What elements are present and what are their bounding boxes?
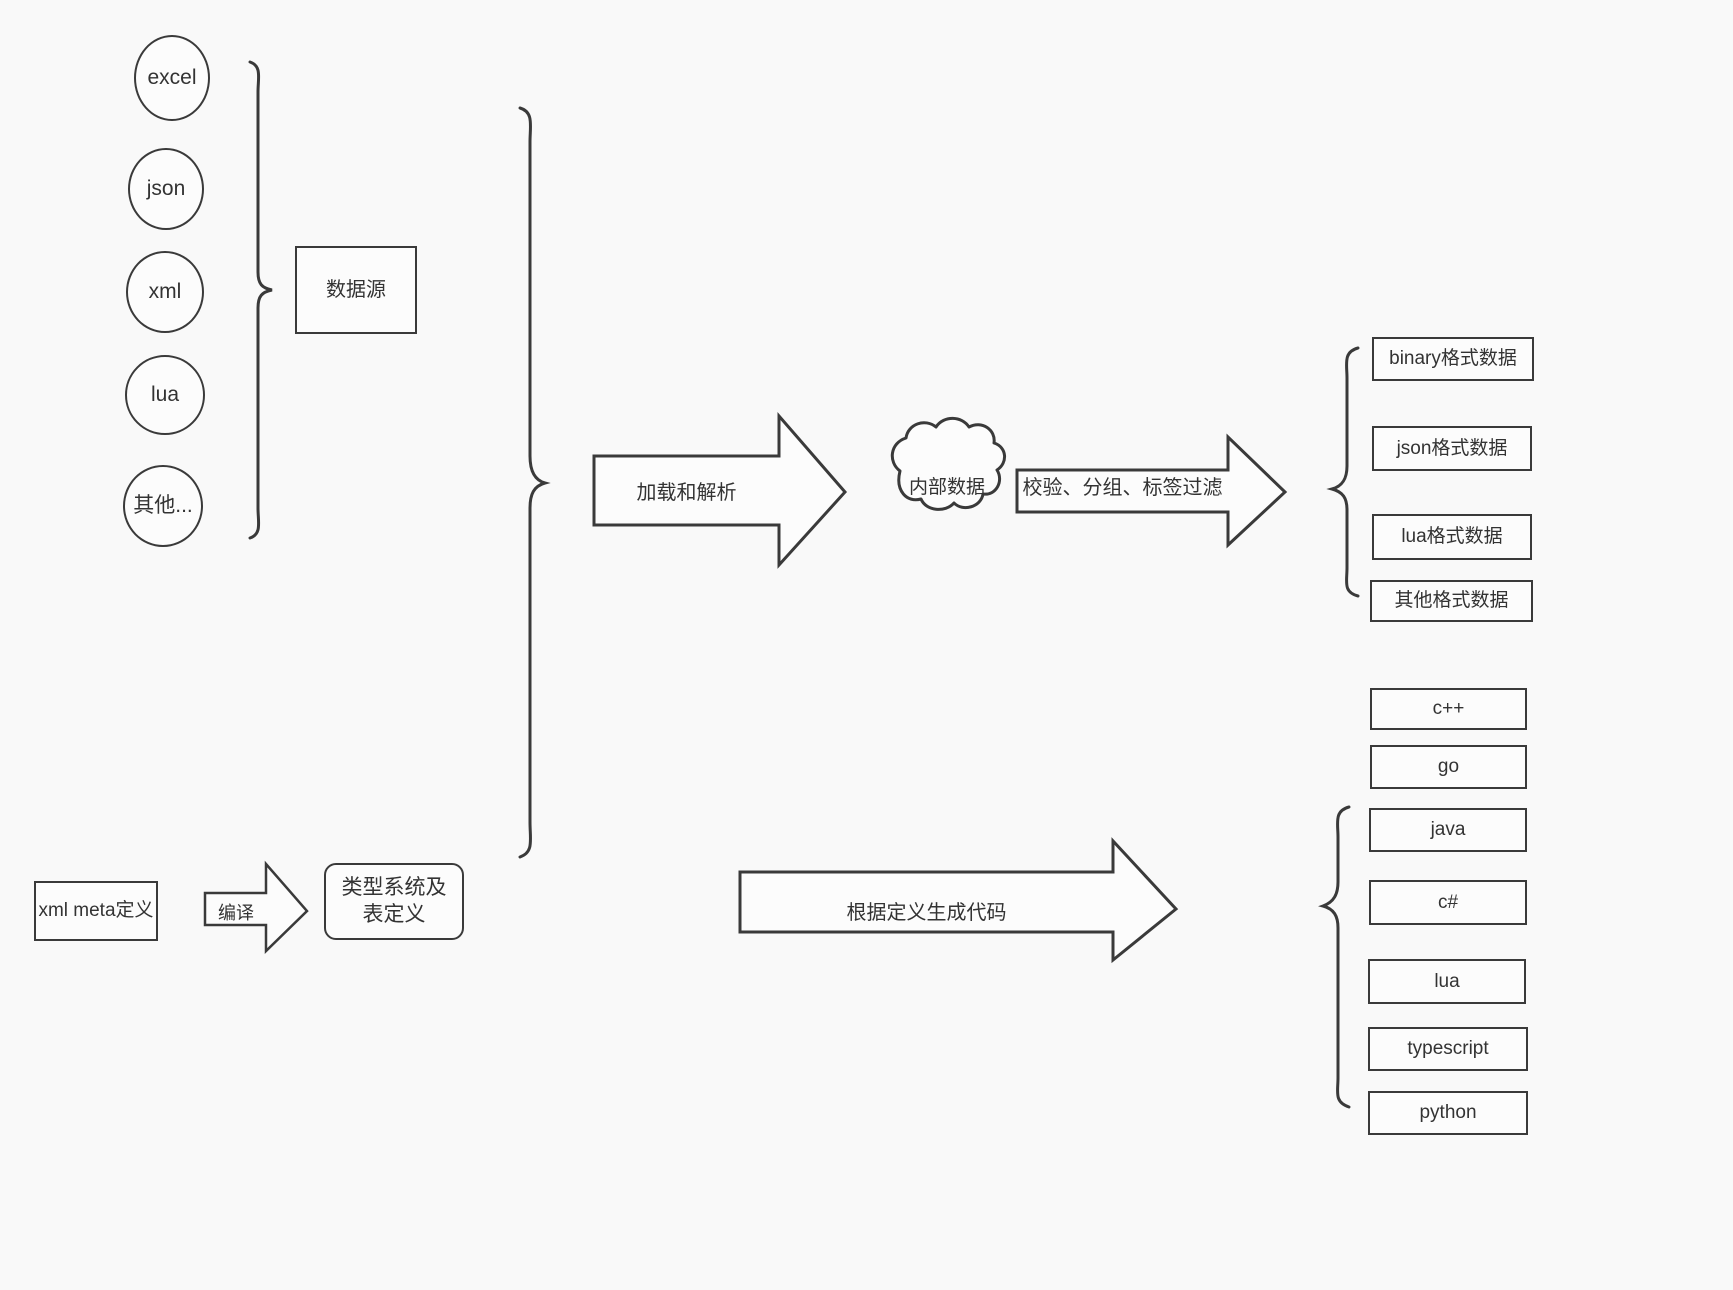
output-language-label: go: [1437, 756, 1460, 778]
cloud-internal-data: [890, 416, 1006, 511]
output-language-label: lua: [1434, 970, 1460, 992]
output-language-label: c++: [1432, 698, 1465, 720]
internal-data-label: 内部数据: [908, 477, 985, 498]
compile-arrow-label: 编译: [218, 903, 254, 923]
output-language-box-go[interactable]: go: [1370, 745, 1527, 789]
output-language-box-csharp[interactable]: c#: [1369, 880, 1527, 925]
output-language-label: python: [1419, 1102, 1477, 1124]
output-format-box-binary[interactable]: binary格式数据: [1372, 337, 1534, 381]
filter-arrow-label: 校验、分组、标签过滤: [1022, 477, 1223, 499]
xml-meta-definition-label: xml meta定义: [38, 900, 154, 922]
arrow-validate-group-filter: [1015, 433, 1288, 549]
output-language-label: typescript: [1407, 1038, 1489, 1060]
source-circle-label: excel: [147, 65, 197, 89]
brace-data-formats: [1326, 346, 1360, 598]
output-format-label: json格式数据: [1396, 437, 1508, 459]
data-source-box[interactable]: 数据源: [295, 246, 417, 334]
source-circle-json[interactable]: json: [128, 148, 204, 230]
source-circle-excel[interactable]: excel: [134, 35, 210, 121]
brace-inputs-main: [518, 106, 551, 859]
source-circle-label: 其他...: [133, 493, 193, 517]
output-language-box-lua[interactable]: lua: [1368, 959, 1526, 1004]
brace-languages: [1318, 805, 1351, 1109]
arrow-generate-code: [738, 837, 1179, 964]
output-language-box-cpp[interactable]: c++: [1370, 688, 1527, 730]
arrow-load-parse: [592, 411, 848, 569]
output-format-box-json[interactable]: json格式数据: [1372, 426, 1532, 471]
output-format-label: lua格式数据: [1401, 526, 1503, 548]
output-format-label: 其他格式数据: [1394, 590, 1509, 612]
source-circle-xml[interactable]: xml: [126, 251, 204, 333]
output-format-label: binary格式数据: [1389, 348, 1517, 370]
source-circle-lua[interactable]: lua: [125, 355, 205, 435]
source-circle-label: json: [146, 176, 186, 200]
source-circle-label: lua: [150, 382, 180, 406]
brace-sources: [248, 60, 273, 540]
type-system-label: 类型系统及表定义: [341, 876, 447, 926]
xml-meta-definition-box[interactable]: xml meta定义: [34, 881, 158, 941]
source-circle-other[interactable]: 其他...: [123, 465, 203, 547]
generate-code-arrow-label: 根据定义生成代码: [846, 902, 1007, 924]
output-format-box-lua[interactable]: lua格式数据: [1372, 514, 1532, 560]
data-source-label: 数据源: [326, 278, 386, 301]
type-system-box[interactable]: 类型系统及表定义: [324, 863, 464, 940]
output-language-label: c#: [1437, 891, 1459, 913]
output-language-label: java: [1430, 819, 1466, 841]
arrow-compile: [203, 860, 309, 954]
output-language-box-java[interactable]: java: [1369, 808, 1527, 852]
source-circle-label: xml: [148, 279, 182, 303]
load-parse-arrow-label: 加载和解析: [636, 482, 737, 504]
output-language-box-python[interactable]: python: [1368, 1091, 1528, 1135]
output-format-box-other[interactable]: 其他格式数据: [1370, 580, 1533, 622]
output-language-box-typescript[interactable]: typescript: [1368, 1027, 1528, 1071]
